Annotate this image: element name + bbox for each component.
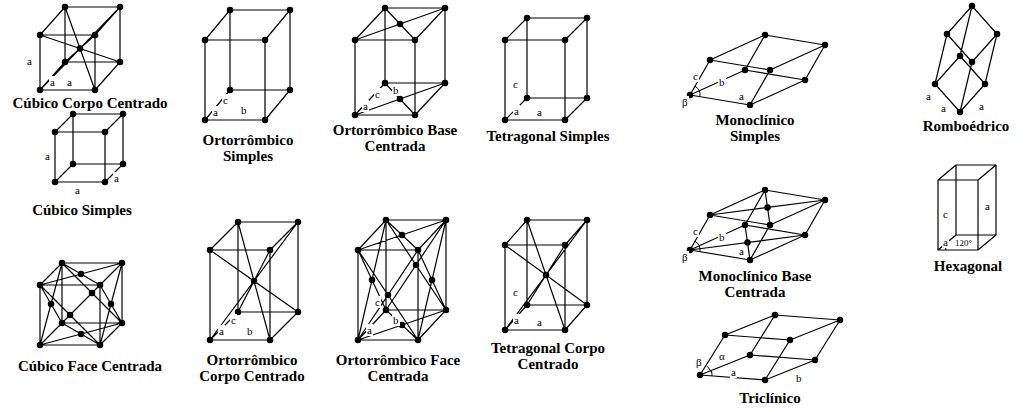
axis-label: a — [738, 90, 745, 102]
lattice-name: Tetragonal Simples — [468, 128, 628, 144]
axis-label: c — [222, 94, 229, 106]
axis-label: a — [536, 106, 543, 118]
axis-label: β — [695, 356, 703, 368]
axis-label: a — [113, 172, 120, 184]
axis-label: α — [718, 350, 726, 362]
axis-label: β — [681, 251, 689, 263]
monoclinic-simple-cell — [690, 35, 825, 105]
cell-edges — [40, 7, 120, 90]
lattice-name: Ortorrômbico Base Centrada — [320, 122, 470, 154]
cell-edges — [355, 8, 445, 115]
lattice-name: Triclínico — [710, 390, 830, 406]
lattice-name: Tetragonal Corpo Centrado — [478, 340, 618, 372]
lattice-points — [40, 7, 120, 90]
cell-edges — [40, 263, 122, 345]
orthorhombic-face-centered-cell — [358, 220, 446, 340]
axis-label: a — [925, 90, 932, 102]
lattice-name: Cúbico Face Centrada — [2, 358, 178, 374]
cell-edges — [938, 165, 996, 250]
axis-label: a — [536, 316, 543, 328]
axis-label: a — [44, 150, 51, 162]
axis-label: c — [942, 208, 949, 220]
orthorhombic-base-centered-cell — [355, 8, 445, 115]
lattice-points — [505, 18, 587, 120]
axis-label: b — [392, 314, 400, 326]
axis-label: a — [26, 55, 33, 67]
axis-label: a — [738, 245, 745, 257]
axis-label: a — [74, 184, 81, 196]
lattice-name: Ortorrômbico Simples — [188, 132, 308, 164]
cell-edges — [358, 220, 446, 340]
axis-label: b — [246, 325, 254, 337]
axis-label: b — [240, 104, 248, 116]
lattice-name: Hexagonal — [918, 258, 1018, 274]
lattice-name: Ortorrômbico Corpo Centrado — [190, 352, 315, 384]
lattice-points — [505, 220, 587, 330]
axis-label: b — [718, 231, 726, 243]
axis-label: a — [940, 102, 947, 114]
lattice-name: Monoclínico Base Centrada — [680, 268, 830, 300]
cell-edges — [935, 6, 997, 112]
axis-label: c — [692, 225, 699, 237]
lattice-points — [935, 6, 997, 112]
axis-label: β — [681, 96, 689, 108]
cell-edges — [210, 222, 298, 340]
axis-label: a — [218, 325, 225, 337]
axis-label: a — [66, 76, 73, 88]
lattice-points — [700, 315, 840, 380]
rhombohedral-cell — [935, 6, 997, 112]
tetragonal-simple-cell — [505, 18, 587, 120]
cell-edges — [690, 35, 825, 105]
axis-label: a — [212, 106, 219, 118]
orthorhombic-body-centered-cell — [210, 222, 298, 340]
lattice-points — [205, 10, 290, 120]
cell-edges — [690, 190, 825, 260]
lattice-name: Ortorrômbico Face Centrada — [323, 352, 473, 384]
lattice-points — [40, 263, 122, 345]
lattice-name: Cúbico Corpo Centrado — [2, 95, 178, 111]
axis-label: a — [513, 105, 520, 117]
lattice-points — [690, 35, 825, 105]
lattice-points — [358, 220, 446, 340]
axis-label: a — [366, 324, 373, 336]
angle-arc — [695, 241, 700, 251]
lattice-name: Monoclínico Simples — [695, 112, 815, 144]
lattice-points — [210, 222, 298, 340]
axis-label: a — [984, 200, 991, 212]
lattice-name: Romboédrico — [911, 118, 1021, 134]
axis-label: a — [362, 100, 369, 112]
tetragonal-body-centered-cell — [505, 220, 587, 330]
axis-label: c — [512, 286, 519, 298]
axis-label: c — [374, 296, 381, 308]
hexagonal-cell — [938, 165, 996, 250]
axis-label: a — [942, 236, 949, 248]
axis-label: b — [795, 372, 803, 384]
orthorhombic-simple-cell — [205, 10, 290, 120]
axis-label: c — [230, 314, 237, 326]
axis-label: c — [692, 70, 699, 82]
axis-label: c — [512, 78, 519, 90]
axis-label: a — [730, 366, 737, 378]
angle-arc — [695, 86, 700, 96]
cubic-face-centered-cell — [40, 263, 122, 345]
cell-edges — [505, 220, 587, 330]
cell-edges — [505, 18, 587, 120]
axis-label: b — [392, 84, 400, 96]
cell-edges — [700, 315, 840, 380]
axis-label: a — [513, 314, 520, 326]
cell-edges — [205, 10, 290, 120]
triclinic-cell — [700, 315, 840, 380]
lattice-points — [355, 8, 445, 115]
axis-label: a — [978, 100, 985, 112]
cubic-body-centered-cell — [40, 7, 120, 90]
lattice-name: Cúbico Simples — [12, 202, 152, 218]
axis-label: b — [718, 76, 726, 88]
axis-label: 120° — [954, 238, 973, 248]
axis-label: a — [49, 76, 56, 88]
monoclinic-base-centered-cell — [690, 190, 825, 260]
axis-label: c — [374, 88, 381, 100]
angle-arc — [707, 366, 712, 376]
lattice-points — [690, 190, 825, 260]
